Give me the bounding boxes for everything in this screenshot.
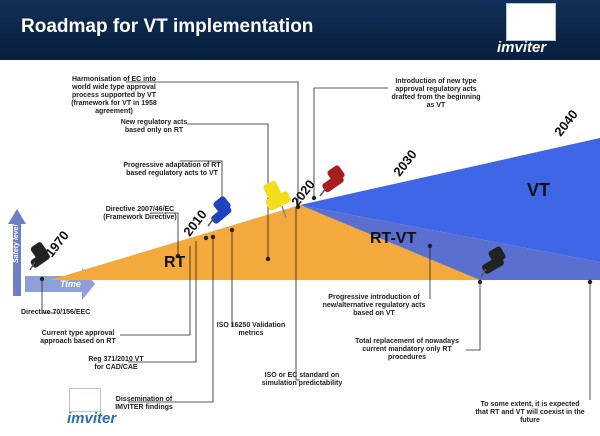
logo-text-bottom: imviter	[67, 410, 117, 427]
header-bar	[0, 0, 600, 60]
milestone-dot	[203, 235, 209, 241]
annotation-new-acts-rt: New regulatory acts based only on RT	[120, 119, 188, 134]
rt-region	[50, 205, 480, 280]
annotation-iso-16250: ISO 16250 Validation metrics	[216, 322, 286, 337]
pin-red-2020	[319, 165, 345, 197]
annotation-progressive-intro: Progressive introduction of new/alternat…	[322, 294, 426, 317]
annotation-reg-371: Reg 371/2010 VT for CAD/CAE	[88, 356, 144, 371]
axis-label-time: Time	[60, 279, 81, 289]
annotation-current-approval: Current type approval approach based on …	[40, 330, 116, 345]
annotation-total-replacement: Total replacement of nowadays current ma…	[355, 338, 459, 361]
annotation-harmonisation: Harmonisation of EC into world wide type…	[71, 76, 157, 115]
logo-box-bottom	[69, 388, 101, 412]
pin-yellow-2020	[263, 180, 291, 219]
region-rt-label: RT	[164, 254, 186, 271]
pin-blue-2010	[207, 196, 232, 227]
rtvt-region	[300, 205, 600, 280]
vt-region	[300, 138, 600, 262]
annotation-intro-new-type: Introduction of new type approval regula…	[391, 78, 481, 109]
annotation-iso-ec: ISO or EC standard on simulation predict…	[261, 372, 343, 387]
safety-axis-arrow	[8, 209, 26, 296]
page-title: Roadmap for VT implementation	[21, 16, 314, 37]
annotation-directive-2007: Directive 2007/46/EC (Framework Directiv…	[103, 206, 177, 221]
logo-text: imviter	[497, 39, 547, 56]
logo-box	[506, 3, 556, 41]
pin-black-1970	[29, 242, 50, 271]
region-rtvt-label: RT-VT	[370, 230, 417, 247]
annotation-directive-70: Directive 70/156/EEC	[21, 309, 91, 316]
pin-black-2040	[480, 246, 506, 278]
annotation-progressive-adaptation: Progressive adaptation of RT based regul…	[123, 162, 221, 177]
annotation-dissemination: Dissemination of IMVITER findings	[115, 396, 173, 411]
annotation-coexist: To some extent, it is expected that RT a…	[475, 401, 585, 424]
axis-label-safety: Safety level	[13, 224, 20, 263]
region-vt-label: VT	[527, 180, 551, 200]
